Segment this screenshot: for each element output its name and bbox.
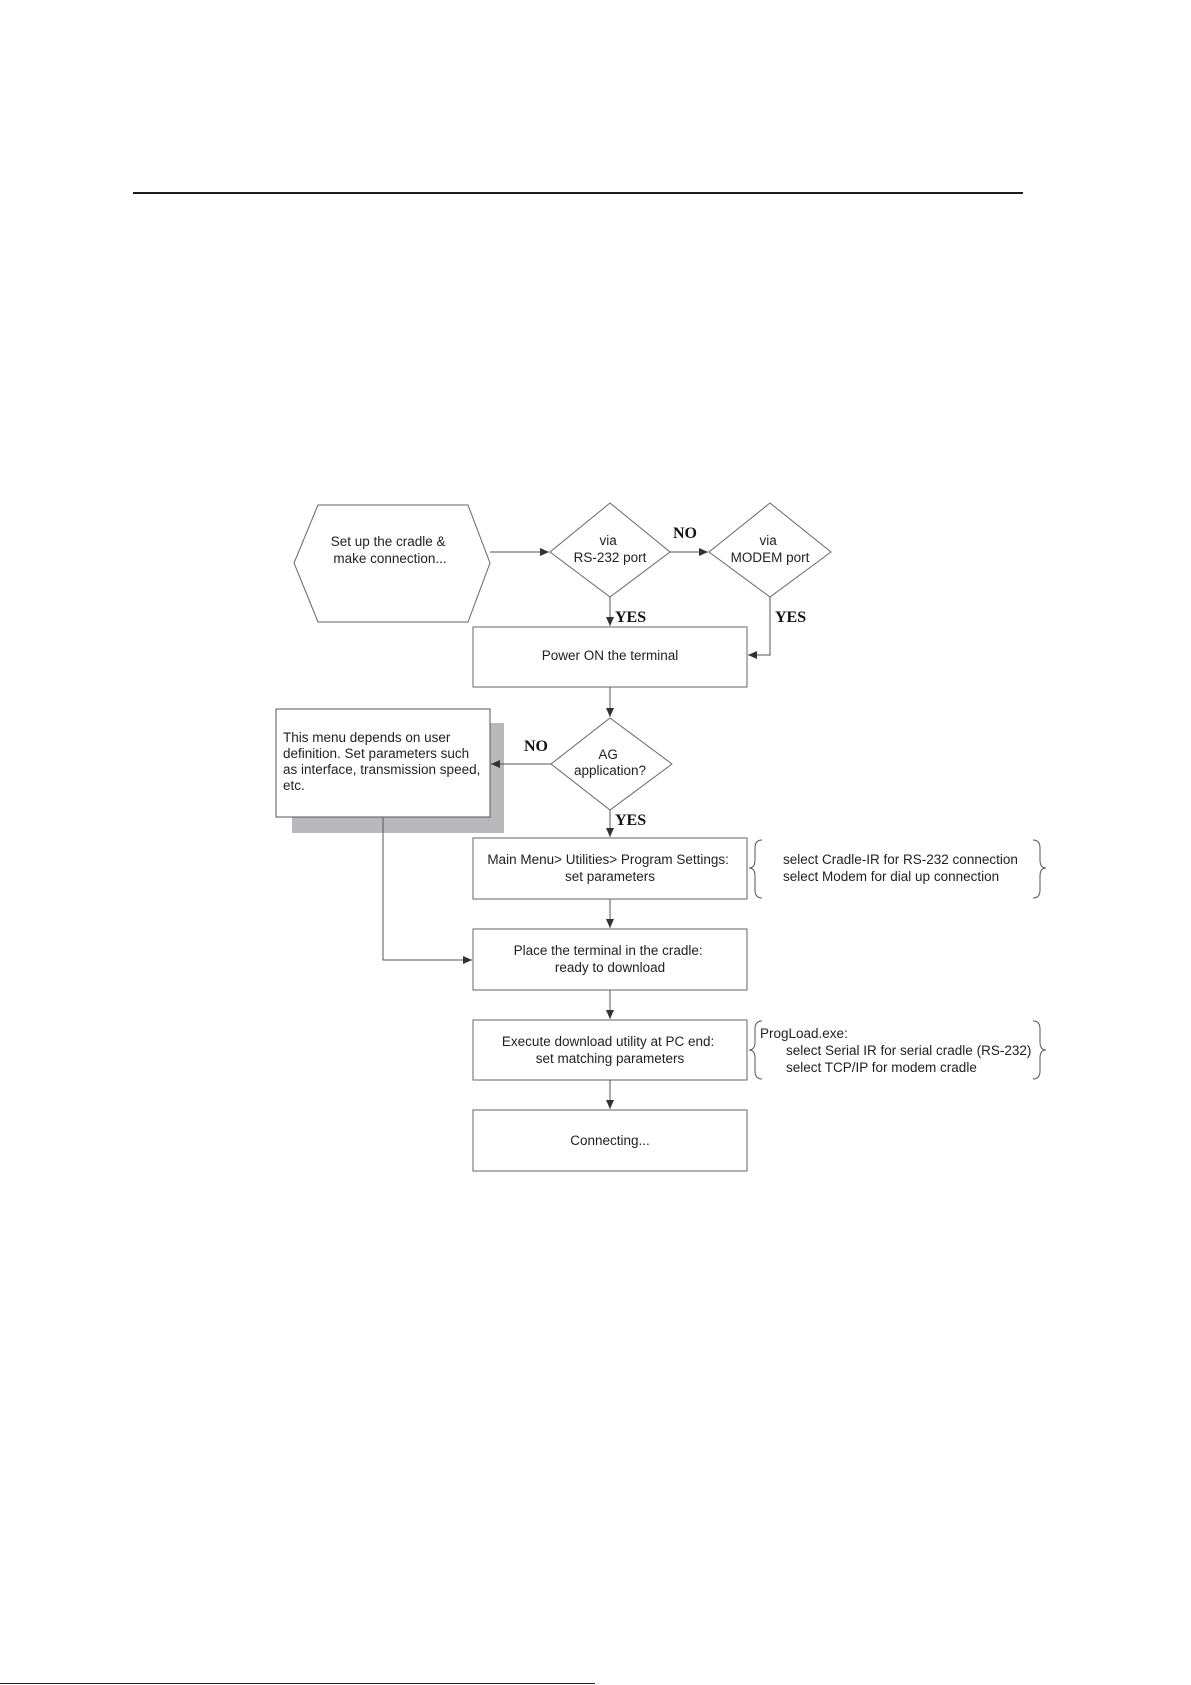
- progload-title: ProgLoad.exe:: [760, 1026, 848, 1041]
- cradle-select-text: select Cradle-IR for RS-232 connection s…: [783, 852, 1022, 884]
- modem-decision-label: via MODEM port: [731, 533, 810, 565]
- footer-rule: [0, 1683, 595, 1684]
- right-brace-icon: [1032, 1020, 1047, 1080]
- connectors: [382, 548, 771, 1109]
- user-menu-text: This menu depends on user definition. Se…: [283, 730, 484, 793]
- right-brace-icon: [1032, 839, 1047, 899]
- ag-decision-label: AG application?: [574, 747, 646, 778]
- left-brace-icon: [748, 1020, 763, 1080]
- execute-download-node: Execute download utility at PC end: set …: [472, 1019, 748, 1081]
- ag-decision: AG application?: [550, 717, 673, 811]
- ag-no-label: NO: [524, 738, 548, 755]
- progload-items: select Serial IR for serial cradle (RS-2…: [786, 1043, 1035, 1075]
- arrow-user-menu-to-place: [382, 817, 472, 964]
- start-node-label: Set up the cradle & make connection...: [331, 534, 450, 566]
- connecting-label: Connecting...: [570, 1133, 650, 1148]
- arrow-modem-to-power: [748, 597, 771, 659]
- program-settings-node: Main Menu> Utilities> Program Settings: …: [472, 837, 748, 900]
- header-rule: [133, 192, 1023, 194]
- rs232-yes-label: YES: [615, 609, 646, 626]
- place-terminal-label: Place the terminal in the cradle: ready …: [514, 943, 707, 975]
- execute-download-label: Execute download utility at PC end: set …: [502, 1034, 718, 1066]
- start-node: Set up the cradle & make connection...: [293, 504, 491, 623]
- rs232-decision: via RS-232 port: [549, 502, 671, 598]
- progload-note: ProgLoad.exe: select Serial IR for seria…: [748, 1020, 1047, 1080]
- modem-yes-label: YES: [775, 609, 806, 626]
- power-on-label: Power ON the terminal: [542, 648, 679, 663]
- ag-yes-label: YES: [615, 812, 646, 829]
- place-terminal-node: Place the terminal in the cradle: ready …: [472, 928, 748, 991]
- cradle-select-note: select Cradle-IR for RS-232 connection s…: [748, 839, 1047, 899]
- left-brace-icon: [748, 839, 763, 899]
- rs232-decision-label: via RS-232 port: [574, 533, 647, 565]
- user-menu-note: This menu depends on user definition. Se…: [275, 708, 504, 833]
- connecting-node: Connecting...: [472, 1109, 748, 1172]
- program-settings-label: Main Menu> Utilities> Program Settings: …: [487, 852, 732, 884]
- rs232-no-label: NO: [673, 525, 697, 542]
- power-on-node: Power ON the terminal: [472, 626, 748, 688]
